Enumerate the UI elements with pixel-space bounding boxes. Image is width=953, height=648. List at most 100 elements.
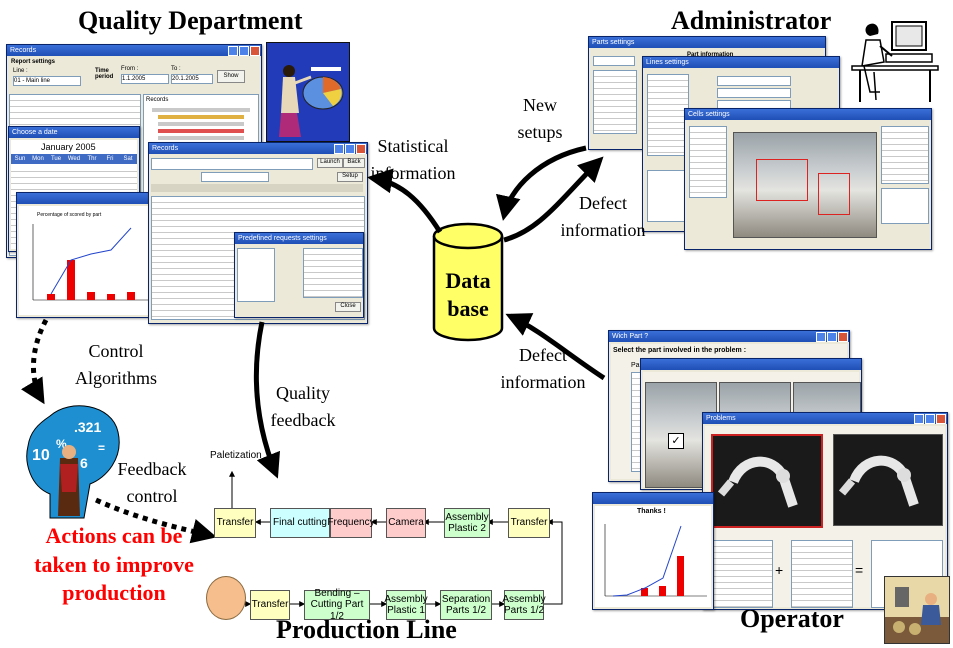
process-assembly-plastic-2: Assembly Plastic 2: [444, 508, 490, 538]
thanks-label: Thanks !: [637, 508, 666, 515]
process-assembly-parts: Assembly Parts 1/2: [502, 590, 546, 620]
chart-caption: Percentage of scored by part: [37, 212, 102, 218]
svg-text:.321: .321: [74, 419, 101, 435]
robot-photo-left[interactable]: [711, 434, 823, 528]
show-button[interactable]: Show: [217, 70, 245, 83]
presenter-clipart: [266, 42, 350, 142]
time-period-label: Time period: [95, 68, 114, 80]
calendar-weekday: Thr: [87, 156, 97, 162]
line-picture-preview: [647, 170, 685, 222]
from-date-field[interactable]: 1.1.2005: [121, 74, 169, 84]
svg-text:=: =: [98, 441, 105, 455]
lines-settings-title: Lines settings: [646, 59, 689, 66]
process-transfer-top-right: Transfer: [508, 508, 550, 538]
line-select-admin[interactable]: [593, 56, 635, 66]
paletization-label: Paletization: [210, 450, 262, 461]
request-detail: [303, 248, 363, 298]
setup-button[interactable]: Setup: [337, 172, 363, 182]
actions-text: Actions can be taken to improve producti…: [34, 523, 194, 606]
back-button[interactable]: Back: [343, 158, 365, 168]
cell-coordinates: [881, 188, 929, 224]
calendar-weekday: Tue: [50, 156, 62, 162]
problems-list[interactable]: [711, 540, 773, 608]
to-label: To :: [171, 66, 181, 72]
problems-window-title: Problems: [706, 415, 736, 422]
svg-text:10: 10: [32, 447, 50, 464]
calendar-year: 2005: [75, 142, 96, 152]
process-camera: Camera: [386, 508, 426, 538]
thanks-chart-window: Thanks !: [592, 492, 714, 610]
robot-photo-right[interactable]: [833, 434, 943, 526]
plus-sign: +: [775, 562, 784, 578]
quality-department-heading: Quality Department: [78, 6, 303, 35]
cells-list[interactable]: [881, 126, 929, 184]
part-information-label: Part information: [687, 52, 734, 58]
database-label-line2: base: [447, 296, 489, 321]
calendar-weekday: Sun: [14, 156, 26, 162]
close-button[interactable]: Close: [335, 302, 361, 312]
cells-settings-window: Cells settings: [684, 108, 932, 250]
cell-preview-photo: [733, 132, 877, 238]
production-start-circle: [206, 576, 246, 620]
process-transfer-top-left: Transfer: [214, 508, 256, 538]
predefined-window-title: Predefined requests settings: [238, 235, 327, 242]
process-transfer-bottom: Transfer: [250, 590, 290, 620]
close-icon[interactable]: [250, 46, 260, 56]
choose-date-title: Choose a date: [12, 129, 58, 136]
predefined-request-select[interactable]: [201, 172, 269, 182]
close-icon[interactable]: [838, 332, 848, 342]
calendar-weekday: Sat: [123, 156, 133, 162]
line-code-field[interactable]: [717, 76, 791, 86]
process-separation-parts: Separation Parts 1/2: [440, 590, 492, 620]
svg-text:6: 6: [80, 455, 88, 471]
calendar-weekday: Mon: [32, 156, 44, 162]
database-cylinder: Data base: [430, 222, 506, 344]
cells-line-list[interactable]: [689, 126, 727, 198]
svg-text:%: %: [56, 437, 67, 451]
process-assembly-plastic-1: Assembly Plastic 1: [384, 590, 428, 620]
request-list[interactable]: [237, 248, 275, 302]
toolbar: [151, 184, 363, 192]
wich-part-prompt: Select the part involved in the problem …: [613, 347, 747, 354]
to-date-field[interactable]: 20.1.2005: [171, 74, 213, 84]
database-label-line1: Data: [445, 268, 491, 293]
control-algorithms-clipart: .321 10 % 6 =: [20, 398, 126, 520]
from-label: From :: [121, 66, 139, 72]
defects-chart: [32, 224, 153, 301]
line-select[interactable]: 01 - Main line: [13, 76, 81, 86]
administrator-clipart: [850, 16, 940, 104]
administrator-heading: Administrator: [671, 6, 832, 35]
report-settings-label: Report settings: [11, 59, 56, 65]
line-label: Line :: [13, 68, 28, 74]
cells-settings-title: Cells settings: [688, 111, 730, 118]
wich-part-title: Wich Part ?: [612, 333, 649, 340]
launch-button[interactable]: Launch: [317, 158, 343, 168]
corrective-actions-list[interactable]: [791, 540, 853, 608]
operator-clipart: [884, 576, 950, 644]
predefined-requests-window: Predefined requests settings Close: [234, 232, 364, 318]
process-final-cutting: Final cutting: [270, 508, 330, 538]
close-icon[interactable]: [936, 414, 946, 424]
calendar-weekday: Fri: [106, 156, 114, 162]
sql-request-field[interactable]: [151, 158, 313, 170]
calendar-weekday: Wed: [67, 156, 81, 162]
line-designation-field[interactable]: [717, 88, 791, 98]
chart-window: Percentage of scored by part: [16, 192, 164, 318]
calendar-month: January: [41, 142, 74, 152]
equals-sign: =: [855, 562, 864, 578]
operator-defects-chart: [604, 524, 707, 597]
records-tree-label: Records: [146, 97, 169, 103]
close-icon[interactable]: [356, 144, 366, 154]
sql-window-title: Records: [152, 145, 179, 152]
process-bending-cutting: Bending – Cutting Part 1/2: [304, 588, 370, 622]
parts-list[interactable]: [593, 70, 637, 134]
parts-settings-title: Parts settings: [592, 39, 635, 46]
process-frequency: Frequency: [327, 508, 375, 538]
